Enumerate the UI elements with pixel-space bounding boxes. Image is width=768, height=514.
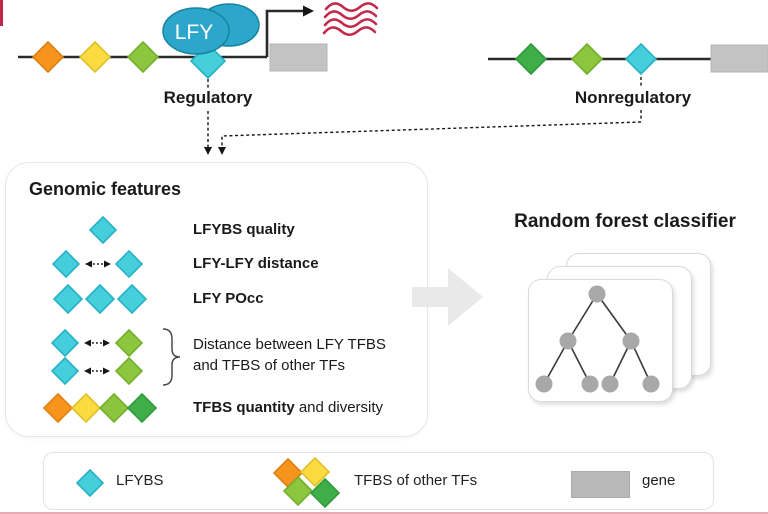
tfbs-green-diamond-icon <box>570 42 604 76</box>
legend-box: LFYBS TFBS of other TFs gene <box>43 452 714 510</box>
tree-node <box>559 332 577 350</box>
tfbs-yellow-diamond-icon <box>78 40 112 74</box>
nonregulatory-dna-line <box>488 42 768 76</box>
tfbs-darkgreen-diamond-icon <box>514 42 548 76</box>
feature-label-bold-part: TFBS quantity <box>193 399 295 416</box>
lfy-pocc-icon <box>52 283 148 315</box>
frame-artifact <box>0 512 768 514</box>
legend-lfybs-label: LFYBS <box>116 472 164 489</box>
tree-node <box>622 332 640 350</box>
tfbs-orange-diamond-icon <box>31 40 65 74</box>
feature-icons <box>42 215 181 424</box>
lfy-label: LFY <box>175 21 214 44</box>
top-diagram: LFY <box>18 2 768 155</box>
feature-label-line1: Distance between LFY TFBS <box>193 336 386 353</box>
mrna-icon <box>322 2 379 37</box>
tree-leaf-node <box>642 375 660 393</box>
lfy-lfy-distance-icon <box>51 249 144 279</box>
tree-root-node <box>588 285 606 303</box>
regulatory-dna-line: LFY <box>18 2 379 80</box>
grouping-brace <box>162 328 181 386</box>
classifier-title: Random forest classifier <box>514 211 736 232</box>
feature-label-line2: and TFBS of other TFs <box>193 357 346 374</box>
lfybs-diamond-icon <box>624 42 658 76</box>
legend-tfbs-cluster-icon <box>272 456 341 509</box>
flow-arrow-icon <box>412 268 483 326</box>
lfybs-diamond-icon <box>88 215 118 245</box>
dotted-double-arrow-icon <box>85 260 111 268</box>
dashed-connectors <box>204 77 642 155</box>
feature-label-tfbs-quantity: TFBS quantity and diversity <box>193 399 383 416</box>
legend-gene-label: gene <box>642 472 676 489</box>
genomic-features-panel: Genomic features <box>5 162 428 437</box>
lfy-othertf-distance-icon <box>50 328 144 386</box>
gene-box <box>269 43 328 72</box>
nonregulatory-label: Nonregulatory <box>574 88 692 107</box>
feature-label-lfybs-quality: LFYBS quality <box>193 221 295 238</box>
feature-label-lfy-lfy-distance: LFY-LFY distance <box>193 255 319 272</box>
legend-gene-icon <box>571 471 630 498</box>
tfbs-green-diamond-icon <box>126 40 160 74</box>
feature-label-lfy-pocc: LFY POcc <box>193 290 264 307</box>
lfy-protein-icon: LFY <box>162 3 260 55</box>
tree-leaf-node <box>581 375 599 393</box>
feature-label-rest-part: and diversity <box>294 399 384 416</box>
gene-box <box>710 44 768 73</box>
regulatory-label: Regulatory <box>163 88 253 107</box>
legend-tfbs-label: TFBS of other TFs <box>354 472 478 489</box>
legend-lfybs-icon <box>75 468 105 498</box>
decision-tree-card-front <box>528 279 673 402</box>
tree-leaf-node <box>601 375 619 393</box>
panel-title: Genomic features <box>29 179 182 199</box>
tree-leaf-node <box>535 375 553 393</box>
frame-artifact <box>0 0 3 26</box>
decision-tree-icon <box>535 285 660 393</box>
tss-arrow-icon <box>265 5 314 57</box>
feature-label-distance-other-tfs: Distance between LFY TFBS and TFBS of ot… <box>193 334 423 376</box>
tfbs-quantity-icon <box>42 392 158 424</box>
